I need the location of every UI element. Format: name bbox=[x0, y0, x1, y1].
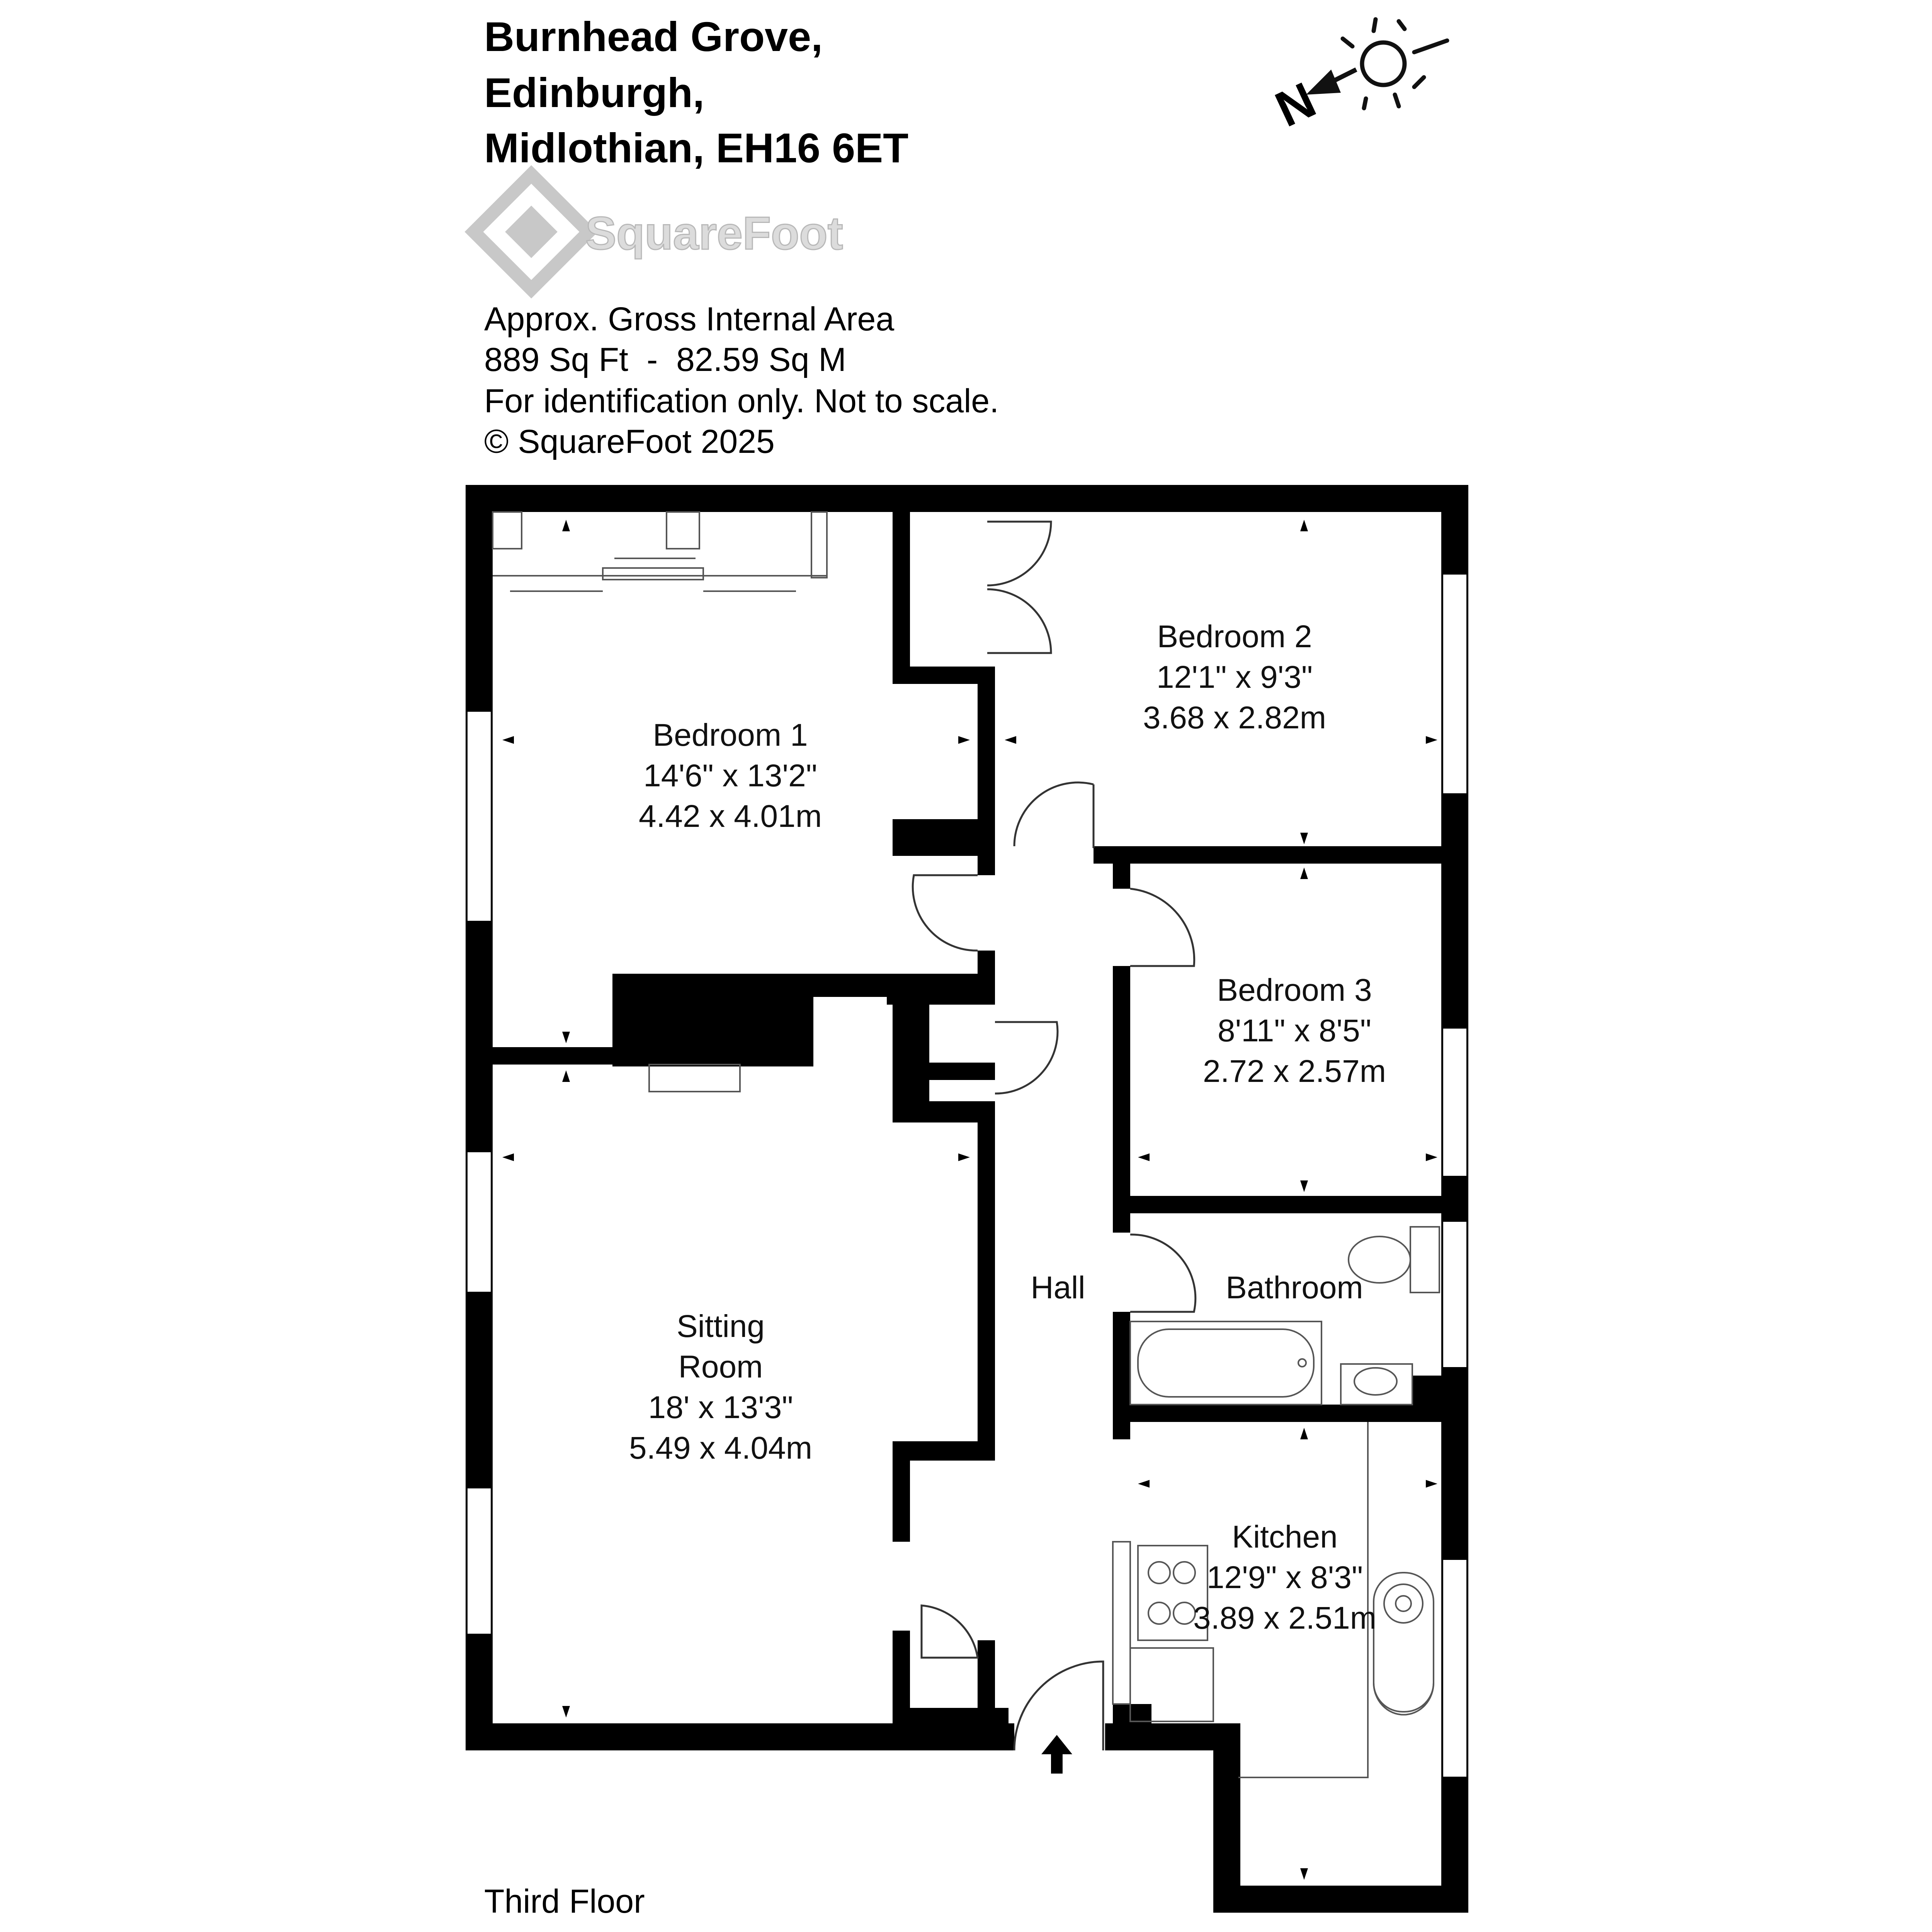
floor-label: Third Floor bbox=[484, 1883, 645, 1920]
hall-name: Hall bbox=[1031, 1270, 1085, 1305]
logo-text: SquareFoot bbox=[585, 207, 843, 259]
doors bbox=[912, 520, 1197, 1751]
windows bbox=[466, 573, 1468, 1778]
address-line-1: Burnhead Grove, bbox=[484, 13, 823, 60]
dimension-markers bbox=[502, 520, 1437, 1880]
info-line-4: © SquareFoot 2025 bbox=[484, 423, 775, 460]
bedroom-3-name: Bedroom 3 bbox=[1217, 973, 1372, 1008]
bedroom-2-metric: 3.68 x 2.82m bbox=[1143, 700, 1326, 735]
address-line-2: Edinburgh, bbox=[484, 69, 704, 116]
fixtures bbox=[492, 511, 1440, 1778]
room-labels: Bedroom 1 14'6" x 13'2" 4.42 x 4.01m Bed… bbox=[629, 619, 1386, 1636]
info-line-1: Approx. Gross Internal Area bbox=[484, 301, 894, 338]
kitchen-name: Kitchen bbox=[1232, 1519, 1338, 1554]
address-line-3: Midlothian, EH16 6ET bbox=[484, 124, 908, 171]
bedroom-1-name: Bedroom 1 bbox=[653, 718, 808, 753]
sitting-room-imperial: 18' x 13'3" bbox=[648, 1390, 793, 1425]
basin-fixture bbox=[1340, 1363, 1413, 1405]
bedroom-1-metric: 4.42 x 4.01m bbox=[639, 799, 822, 834]
bathroom-name: Bathroom bbox=[1226, 1270, 1363, 1305]
sink-fixture bbox=[1373, 1572, 1434, 1713]
north-arrow-icon bbox=[1306, 67, 1357, 95]
bedroom-3-imperial: 8'11" x 8'5" bbox=[1218, 1013, 1371, 1048]
fireplace-fixture bbox=[648, 1064, 741, 1092]
sitting-room-name-2: Room bbox=[679, 1349, 763, 1384]
sitting-room-metric: 5.49 x 4.04m bbox=[629, 1430, 812, 1466]
bath-fixture bbox=[1129, 1321, 1322, 1405]
kitchen-imperial: 12'9" x 8'3" bbox=[1207, 1560, 1363, 1595]
sun-icon bbox=[1340, 17, 1449, 111]
bedroom-2-imperial: 12'1" x 9'3" bbox=[1156, 660, 1313, 695]
hob-fixture bbox=[1137, 1545, 1208, 1641]
squarefoot-logo-icon: SquareFoot bbox=[464, 165, 844, 299]
kitchen-metric: 3.89 x 2.51m bbox=[1193, 1600, 1376, 1636]
address-block: Burnhead Grove, Edinburgh, Midlothian, E… bbox=[484, 13, 908, 171]
info-line-2: 889 Sq Ft - 82.59 Sq M bbox=[484, 341, 846, 378]
sitting-room-name-1: Sitting bbox=[677, 1309, 765, 1344]
compass-north-label: N bbox=[1267, 71, 1324, 138]
info-line-3: For identification only. Not to scale. bbox=[484, 383, 999, 420]
wc-fixture bbox=[1410, 1226, 1440, 1293]
wardrobe-fixture bbox=[492, 511, 522, 549]
bedroom-1-imperial: 14'6" x 13'2" bbox=[643, 758, 817, 793]
area-info: Approx. Gross Internal Area 889 Sq Ft - … bbox=[484, 301, 999, 460]
walls bbox=[466, 485, 1468, 1913]
entrance-arrow-icon bbox=[1041, 1735, 1072, 1774]
bedroom-3-metric: 2.72 x 2.57m bbox=[1203, 1054, 1386, 1089]
compass: N bbox=[1267, 17, 1449, 138]
bedroom-2-name: Bedroom 2 bbox=[1157, 619, 1312, 654]
